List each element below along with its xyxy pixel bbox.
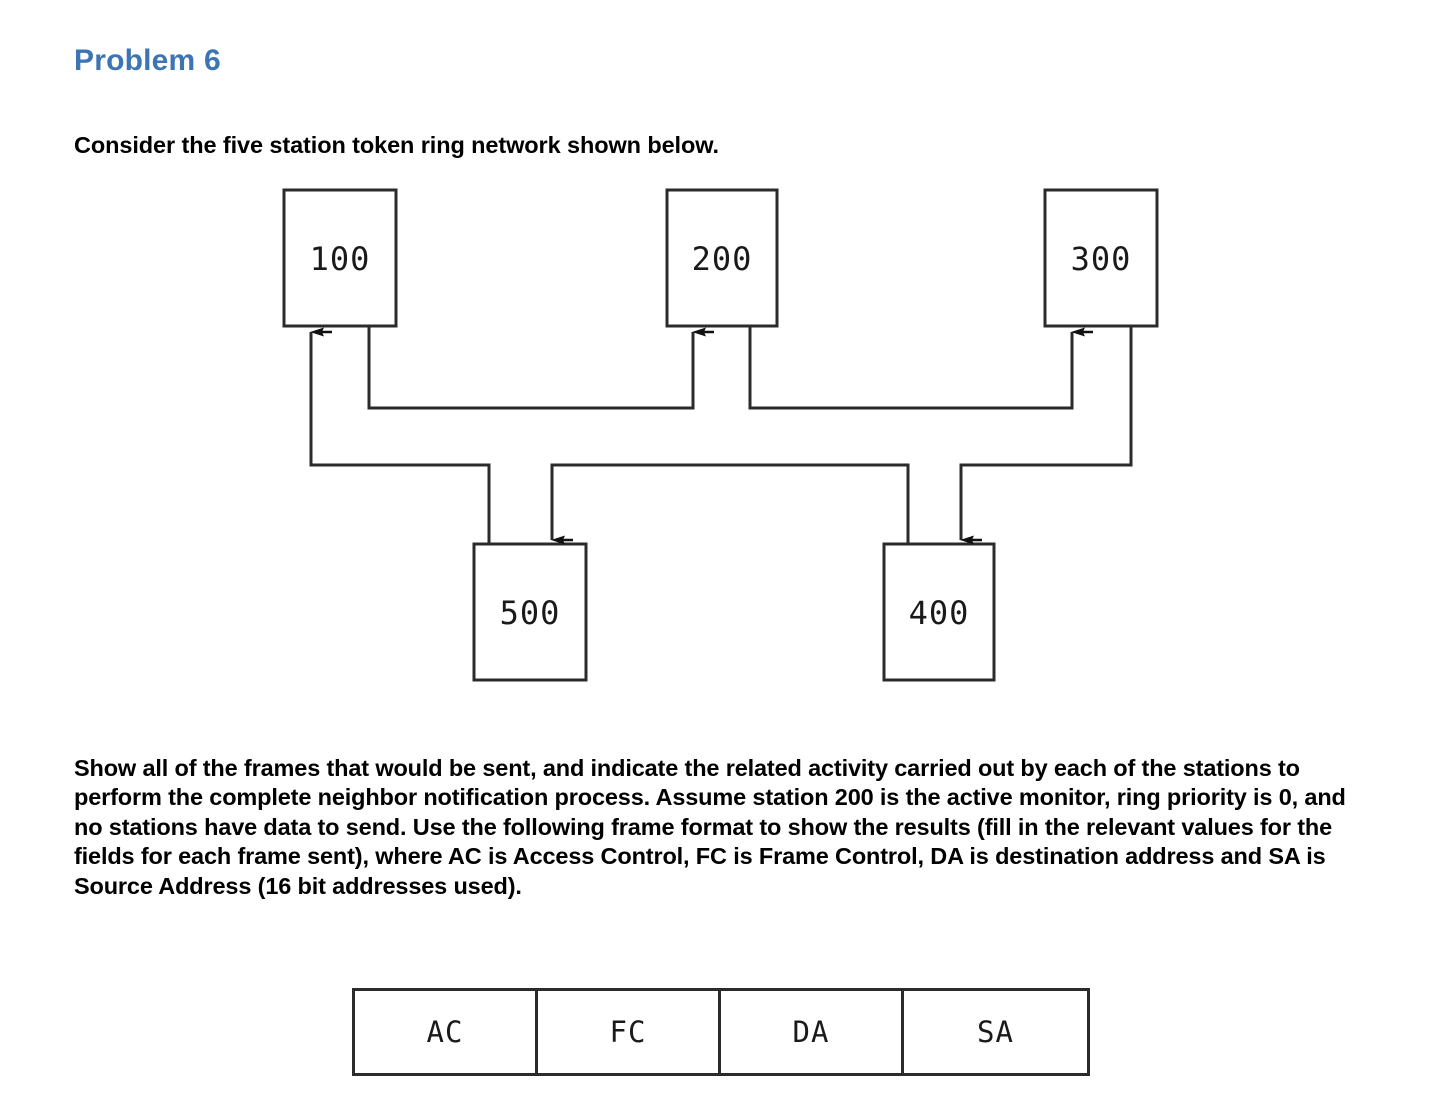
frame-cell-ac: AC: [355, 991, 538, 1073]
intro-paragraph: Consider the five station token ring net…: [74, 131, 719, 158]
station-label-500: 500: [500, 594, 561, 632]
frame-cell-da: DA: [721, 991, 904, 1073]
frame-cell-sa: SA: [977, 1015, 1014, 1049]
link-400-to-500: [550, 463, 910, 545]
station-box-200: 200: [665, 188, 779, 328]
station-box-400: 400: [882, 542, 996, 682]
station-label-100: 100: [310, 240, 371, 278]
body-paragraph: Show all of the frames that would be sen…: [74, 754, 1346, 899]
frame-cell-fc: FC: [538, 991, 721, 1073]
link-100-to-200: [367, 326, 714, 410]
station-label-300: 300: [1071, 240, 1132, 278]
station-box-100: 100: [282, 188, 398, 328]
token-ring-diagram: 100 200 300 500 400: [0, 160, 1450, 720]
link-300-to-400: [959, 326, 1133, 545]
link-500-to-100: [309, 327, 491, 544]
page-title: Problem 6: [74, 44, 221, 78]
frame-format-table: AC FC DA SA: [352, 988, 1090, 1076]
station-box-300: 300: [1043, 188, 1159, 328]
link-200-to-300: [748, 326, 1093, 410]
station-label-200: 200: [692, 240, 753, 278]
station-box-500: 500: [472, 542, 588, 682]
station-label-400: 400: [909, 594, 970, 632]
